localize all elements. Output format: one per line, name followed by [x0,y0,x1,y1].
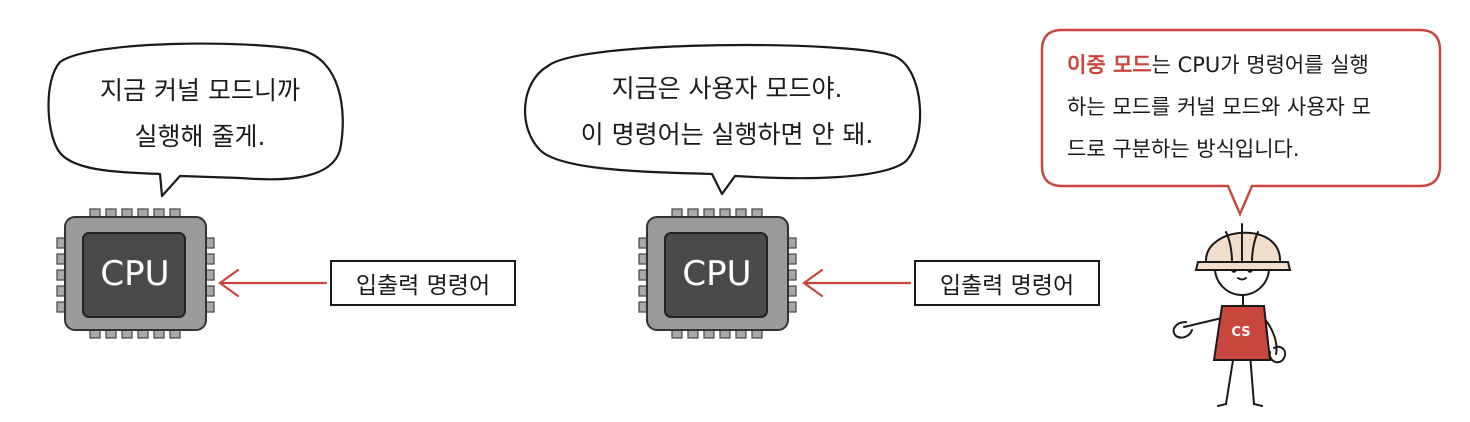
middle-speech-text: 지금은 사용자 모드야. 이 명령어는 실행하면 안 돼. [534,66,920,158]
explanation-line-2: 하는 모드를 커널 모드와 사용자 모 [1067,95,1371,119]
left-command-box: 입출력 명령어 [330,260,516,306]
middle-speech-line-2: 이 명령어는 실행하면 안 돼. [580,120,874,149]
left-speech-line-2: 실행해 줄게. [134,122,266,151]
middle-speech-bubble [523,43,922,196]
left-arrow [218,268,328,298]
explanation-line-1-rest: 는 CPU가 명령어를 실행 [1151,53,1369,77]
middle-command-box: 입출력 명령어 [914,260,1100,306]
left-cpu-label: CPU [100,254,170,294]
left-speech-bubble [47,42,344,198]
left-speech-text: 지금 커널 모드니까 실행해 줄게. [64,68,336,160]
middle-speech-line-1: 지금은 사용자 모드야. [611,74,843,103]
middle-cpu-label: CPU [682,254,752,294]
explanation-highlight: 이중 모드 [1067,53,1152,77]
middle-cpu-chip [638,208,797,339]
character-figure [1172,223,1292,407]
explanation-bubble [1040,28,1442,218]
explanation-line-1: 이중 모드는 CPU가 명령어를 실행 [1067,44,1423,86]
explanation-line-3: 드로 구분하는 방식입니다. [1067,137,1300,161]
shirt-label: CS [1231,325,1250,340]
left-cpu-chip [56,208,215,339]
explanation-text: 이중 모드는 CPU가 명령어를 실행 하는 모드를 커널 모드와 사용자 모 … [1067,44,1423,170]
left-speech-line-1: 지금 커널 모드니까 [100,76,300,105]
middle-arrow [802,268,912,298]
